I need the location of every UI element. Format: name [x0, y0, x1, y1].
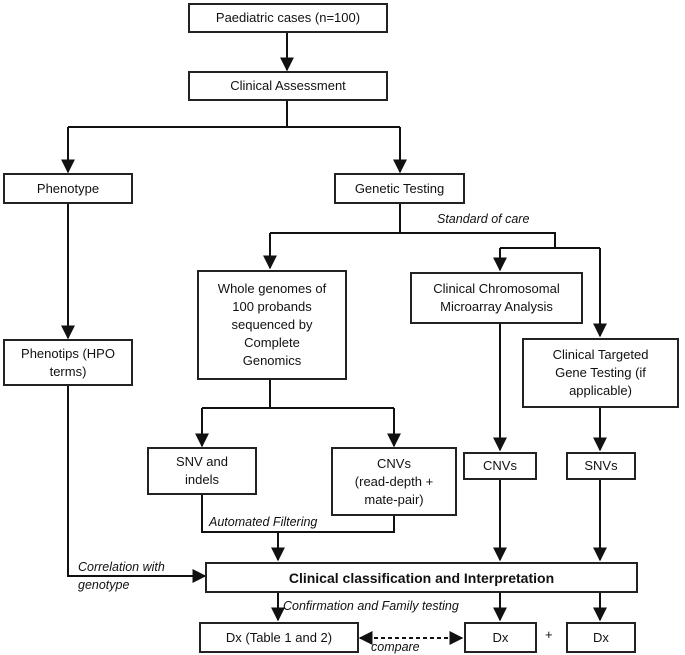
node-chromosomal-microarray: Clinical Chromosomal Microarray Analysis [410, 272, 583, 324]
node-clinical-assessment: Clinical Assessment [188, 71, 388, 101]
node-targeted-gene-testing: Clinical Targeted Gene Testing (if appli… [522, 338, 679, 408]
node-paediatric-cases: Paediatric cases (n=100) [188, 3, 388, 33]
split-assessment [68, 101, 400, 128]
node-snvs-targeted: SNVs [566, 452, 636, 480]
label-confirmation: Confirmation and Family testing [283, 599, 459, 613]
split-genetic-testing [270, 204, 600, 249]
node-dx-cma: Dx [464, 622, 537, 653]
node-snv-indels: SNV and indels [147, 447, 257, 495]
node-cnvs-cma: CNVs [463, 452, 537, 480]
node-dx-targeted: Dx [566, 622, 636, 653]
node-phenotips: Phenotips (HPO terms) [3, 339, 133, 386]
plus-sign: + [545, 627, 553, 642]
label-correlation-line2: genotype [78, 578, 130, 592]
split-whole-genomes [202, 380, 394, 409]
label-standard-of-care: Standard of care [437, 212, 530, 226]
node-dx-table: Dx (Table 1 and 2) [199, 622, 359, 653]
label-compare: compare [371, 640, 420, 654]
merge-wgs-results [201, 495, 395, 533]
node-genetic-testing: Genetic Testing [334, 173, 465, 204]
label-correlation-line1: Correlation with [78, 560, 165, 574]
node-cnvs-wgs: CNVs (read-depth + mate-pair) [331, 447, 457, 516]
label-automated-filtering: Automated Filtering [209, 515, 318, 529]
arrow-phenotips-to-classification [67, 386, 207, 583]
node-whole-genomes: Whole genomes of 100 probands sequenced … [197, 270, 347, 380]
node-phenotype: Phenotype [3, 173, 133, 204]
node-classification: Clinical classification and Interpretati… [205, 562, 638, 593]
